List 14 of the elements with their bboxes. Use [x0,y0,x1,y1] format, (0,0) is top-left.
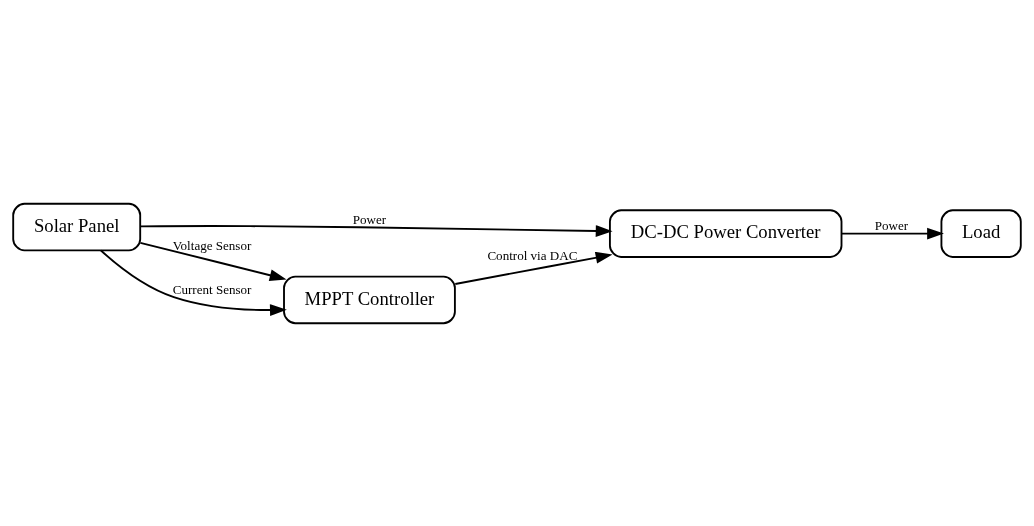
node-box: DC-DC Power Converter [609,208,843,258]
edge-label: Voltage Sensor [172,237,252,253]
node-box: MPPT Controller [283,275,456,324]
arrow [139,241,287,281]
arrow [100,249,287,316]
edge-label: Power [874,217,909,233]
edge-label: Control via DAC [487,247,578,263]
arrow [840,227,944,239]
node-box: Load [940,208,1022,258]
edge-label: Current Sensor [172,281,252,297]
arrow [454,251,613,285]
edge-label: Power [352,211,387,227]
node-box: Solar Panel [12,202,142,251]
arrow [139,224,613,237]
